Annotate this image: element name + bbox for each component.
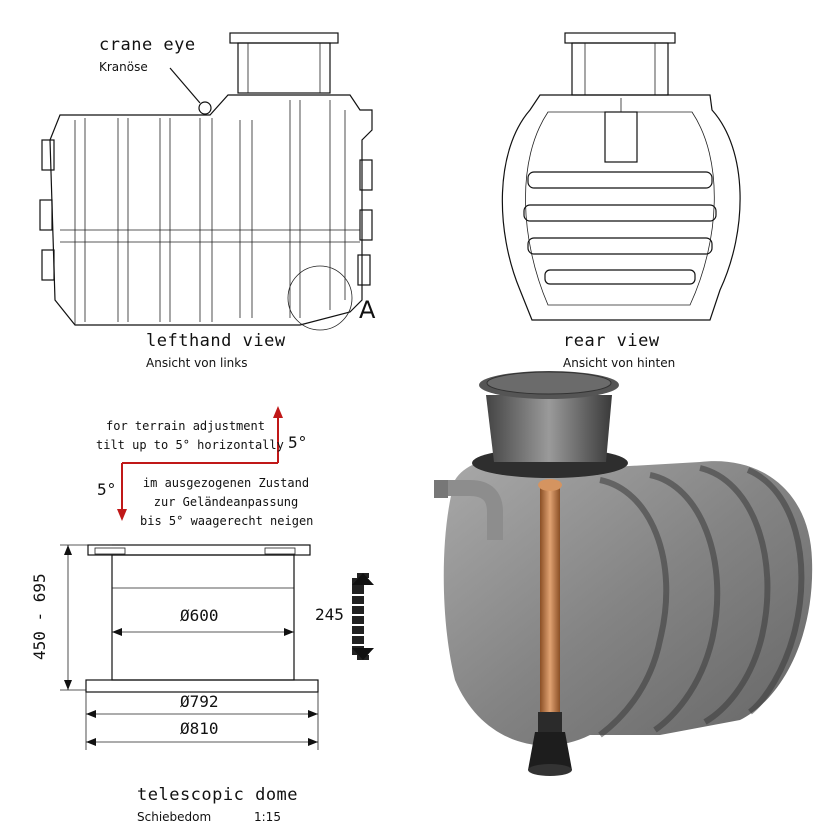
lefthand-view-sublabel: Ansicht von links: [146, 356, 248, 370]
rear-view-sublabel: Ansicht von hinten: [563, 356, 676, 370]
dimension-diameter-600: Ø600: [180, 606, 219, 625]
dimension-diameter-810: Ø810: [180, 719, 219, 738]
crane-eye-label: crane eye: [99, 35, 196, 55]
tilt-up-label: 5°: [288, 433, 308, 452]
rear-view-label: rear view: [563, 331, 660, 351]
terrain-note-de-line1: im ausgezogenen Zustand: [142, 476, 310, 490]
terrain-note-de-line3: bis 5° waagerecht neigen: [140, 514, 314, 528]
drawing-scale: 1:15: [254, 810, 281, 824]
tilt-down-label: 5°: [97, 480, 117, 499]
telescopic-dome-drawing: [60, 406, 374, 750]
dimension-height-range: 450 - 695: [30, 573, 49, 660]
terrain-note-de-line2: zur Geländeanpassung: [153, 495, 299, 509]
terrain-note-en-line2: tilt up to 5° horizontally: [96, 438, 284, 452]
tank-3d-render: [434, 371, 813, 776]
crane-eye-sublabel: Kranöse: [99, 60, 148, 74]
terrain-note-en-line1: for terrain adjustment: [106, 419, 265, 433]
rear-view-drawing: [501, 32, 741, 321]
lefthand-view-label: lefthand view: [146, 331, 286, 351]
dimension-diameter-792: Ø792: [180, 692, 219, 711]
telescopic-dome-sublabel: Schiebedom: [137, 810, 212, 824]
telescopic-dome-label: telescopic dome: [137, 785, 299, 805]
lefthand-view-drawing: [39, 32, 373, 331]
detail-a-marker: A: [359, 296, 376, 324]
dimension-stroke-245: 245: [315, 605, 344, 624]
